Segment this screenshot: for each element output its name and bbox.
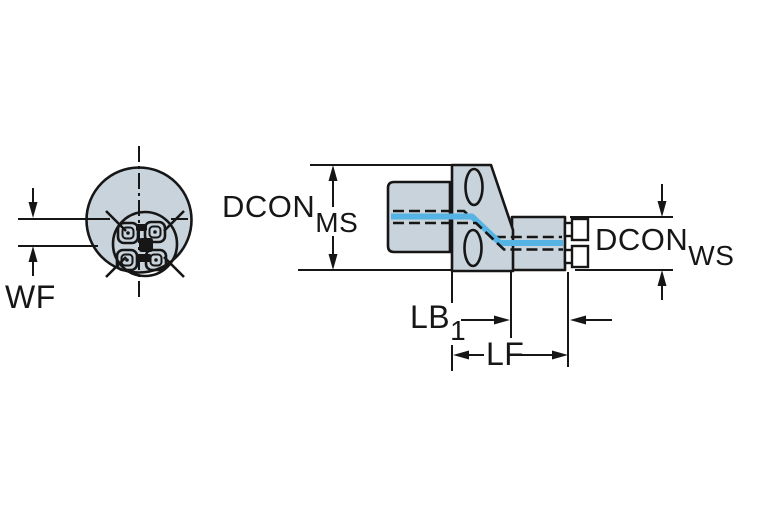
dcon-ms-dimension <box>298 164 452 271</box>
screw-top-left <box>116 221 140 245</box>
coolant-hidden-line-lower <box>393 221 563 251</box>
lf-label: LF <box>486 336 525 372</box>
coolant-duct <box>391 213 563 246</box>
dcon-ws-base: DCON <box>595 222 689 257</box>
lb1-dimension <box>461 315 612 325</box>
lb1-subscript: 1 <box>450 315 467 346</box>
slot-bottom <box>463 228 483 268</box>
lf-dimension <box>453 350 568 360</box>
slot-top <box>464 167 484 207</box>
dcon-ms-label: DCONMS <box>222 189 358 237</box>
dcon-ws-subscript: WS <box>688 240 735 271</box>
length-extension-lines <box>451 272 569 371</box>
front-view <box>18 146 193 301</box>
lb1-base: LB <box>410 299 451 335</box>
dcon-ms-base: DCON <box>222 189 316 224</box>
side-view <box>386 163 590 273</box>
screw-pattern-circle <box>111 210 179 278</box>
wf-dimension-arrows <box>28 188 38 276</box>
dcon-ws-dimension <box>570 184 673 300</box>
wf-label: WF <box>5 279 56 315</box>
dcon-ws-label: DCONWS <box>595 222 734 270</box>
lb1-label: LB1 <box>410 299 466 345</box>
center-clamp-details <box>136 224 153 262</box>
end-screws <box>563 217 590 269</box>
clamp-screws <box>115 220 168 272</box>
dimensions <box>298 164 673 371</box>
diagonal-tick-marks <box>105 210 185 278</box>
dcon-ms-subscript: MS <box>315 207 359 238</box>
screw-top-right <box>143 220 167 244</box>
coolant-channel <box>391 209 563 251</box>
